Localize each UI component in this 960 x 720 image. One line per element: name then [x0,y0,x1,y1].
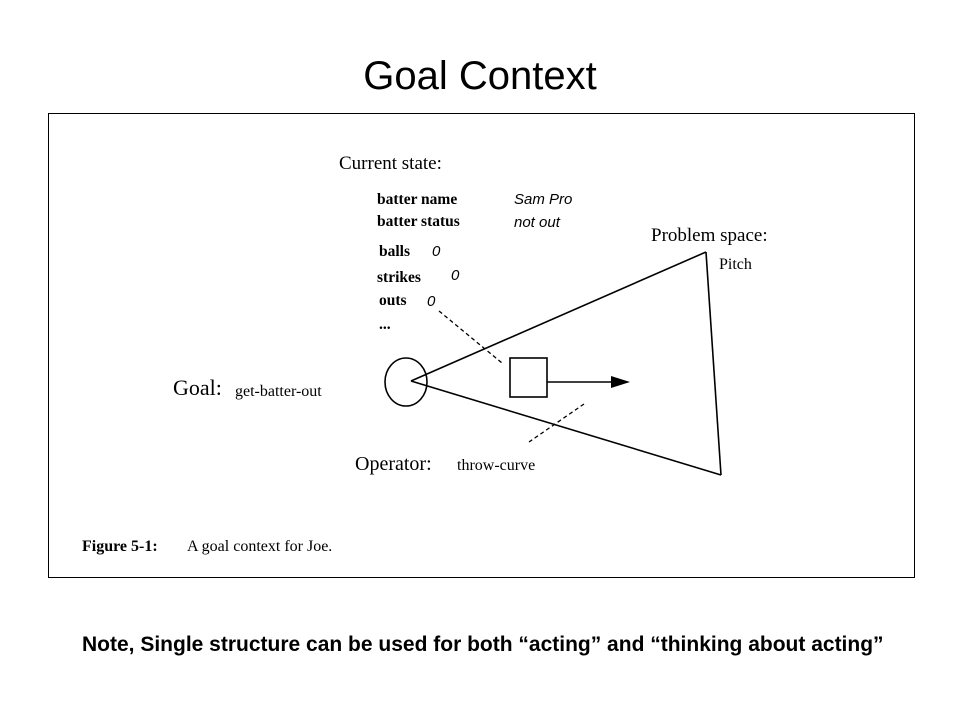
triangle-upper-edge [410,251,707,382]
goal-value: get-batter-out [235,383,322,400]
value-batter-name: Sam Pro [514,191,572,208]
operator-pointer-dashed [528,403,585,443]
value-balls: 0 [432,243,441,260]
operator-arrowhead [611,376,630,388]
operator-label: Operator: [355,453,432,475]
attr-batter-name: batter name [377,191,457,208]
attr-outs: outs [379,292,407,309]
figure-caption-label: Figure 5-1: [82,538,158,555]
figure-frame: Current state: batter name batter status… [48,113,915,578]
problem-space-label: Problem space: [651,225,768,246]
value-batter-status: not out [514,214,561,231]
goal-context-diagram: Current state: batter name batter status… [82,153,768,555]
goal-circle [384,357,428,407]
value-outs: 0 [427,293,436,310]
slide-note: Note, Single structure can be used for b… [82,633,884,656]
attr-balls: balls [379,243,410,260]
current-state-label: Current state: [339,153,442,174]
attr-ellipsis: ... [379,316,391,333]
attr-strikes: strikes [377,269,421,286]
attr-batter-status: batter status [377,213,460,230]
operator-value: throw-curve [457,457,535,474]
triangle-lower-edge [410,380,722,476]
value-strikes: 0 [451,267,460,284]
slide-title: Goal Context [363,54,597,98]
state-box [509,357,548,398]
triangle-right-edge [705,251,722,476]
figure-caption-text: A goal context for Joe. [187,538,332,555]
goal-label: Goal: [173,375,222,400]
problem-space-value: Pitch [719,256,752,273]
